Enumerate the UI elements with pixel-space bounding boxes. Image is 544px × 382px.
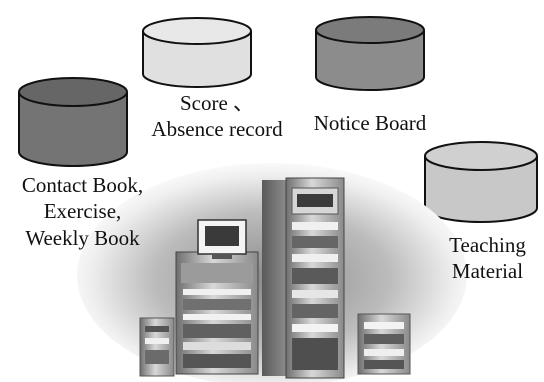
database-contact-book-label: Contact Book, Exercise, Weekly Book [21,173,144,250]
database-contact-book-icon [18,77,128,167]
database-score-icon [142,17,252,88]
database-notice-board-icon [315,16,425,91]
database-notice-board-label: Notice Board [313,111,427,135]
database-score-label: Score 、 Absence record [151,91,283,142]
database-teaching-material-label: Teaching Material [449,233,526,284]
server-rack-icon [77,163,467,382]
database-teaching-material-icon [424,141,538,223]
